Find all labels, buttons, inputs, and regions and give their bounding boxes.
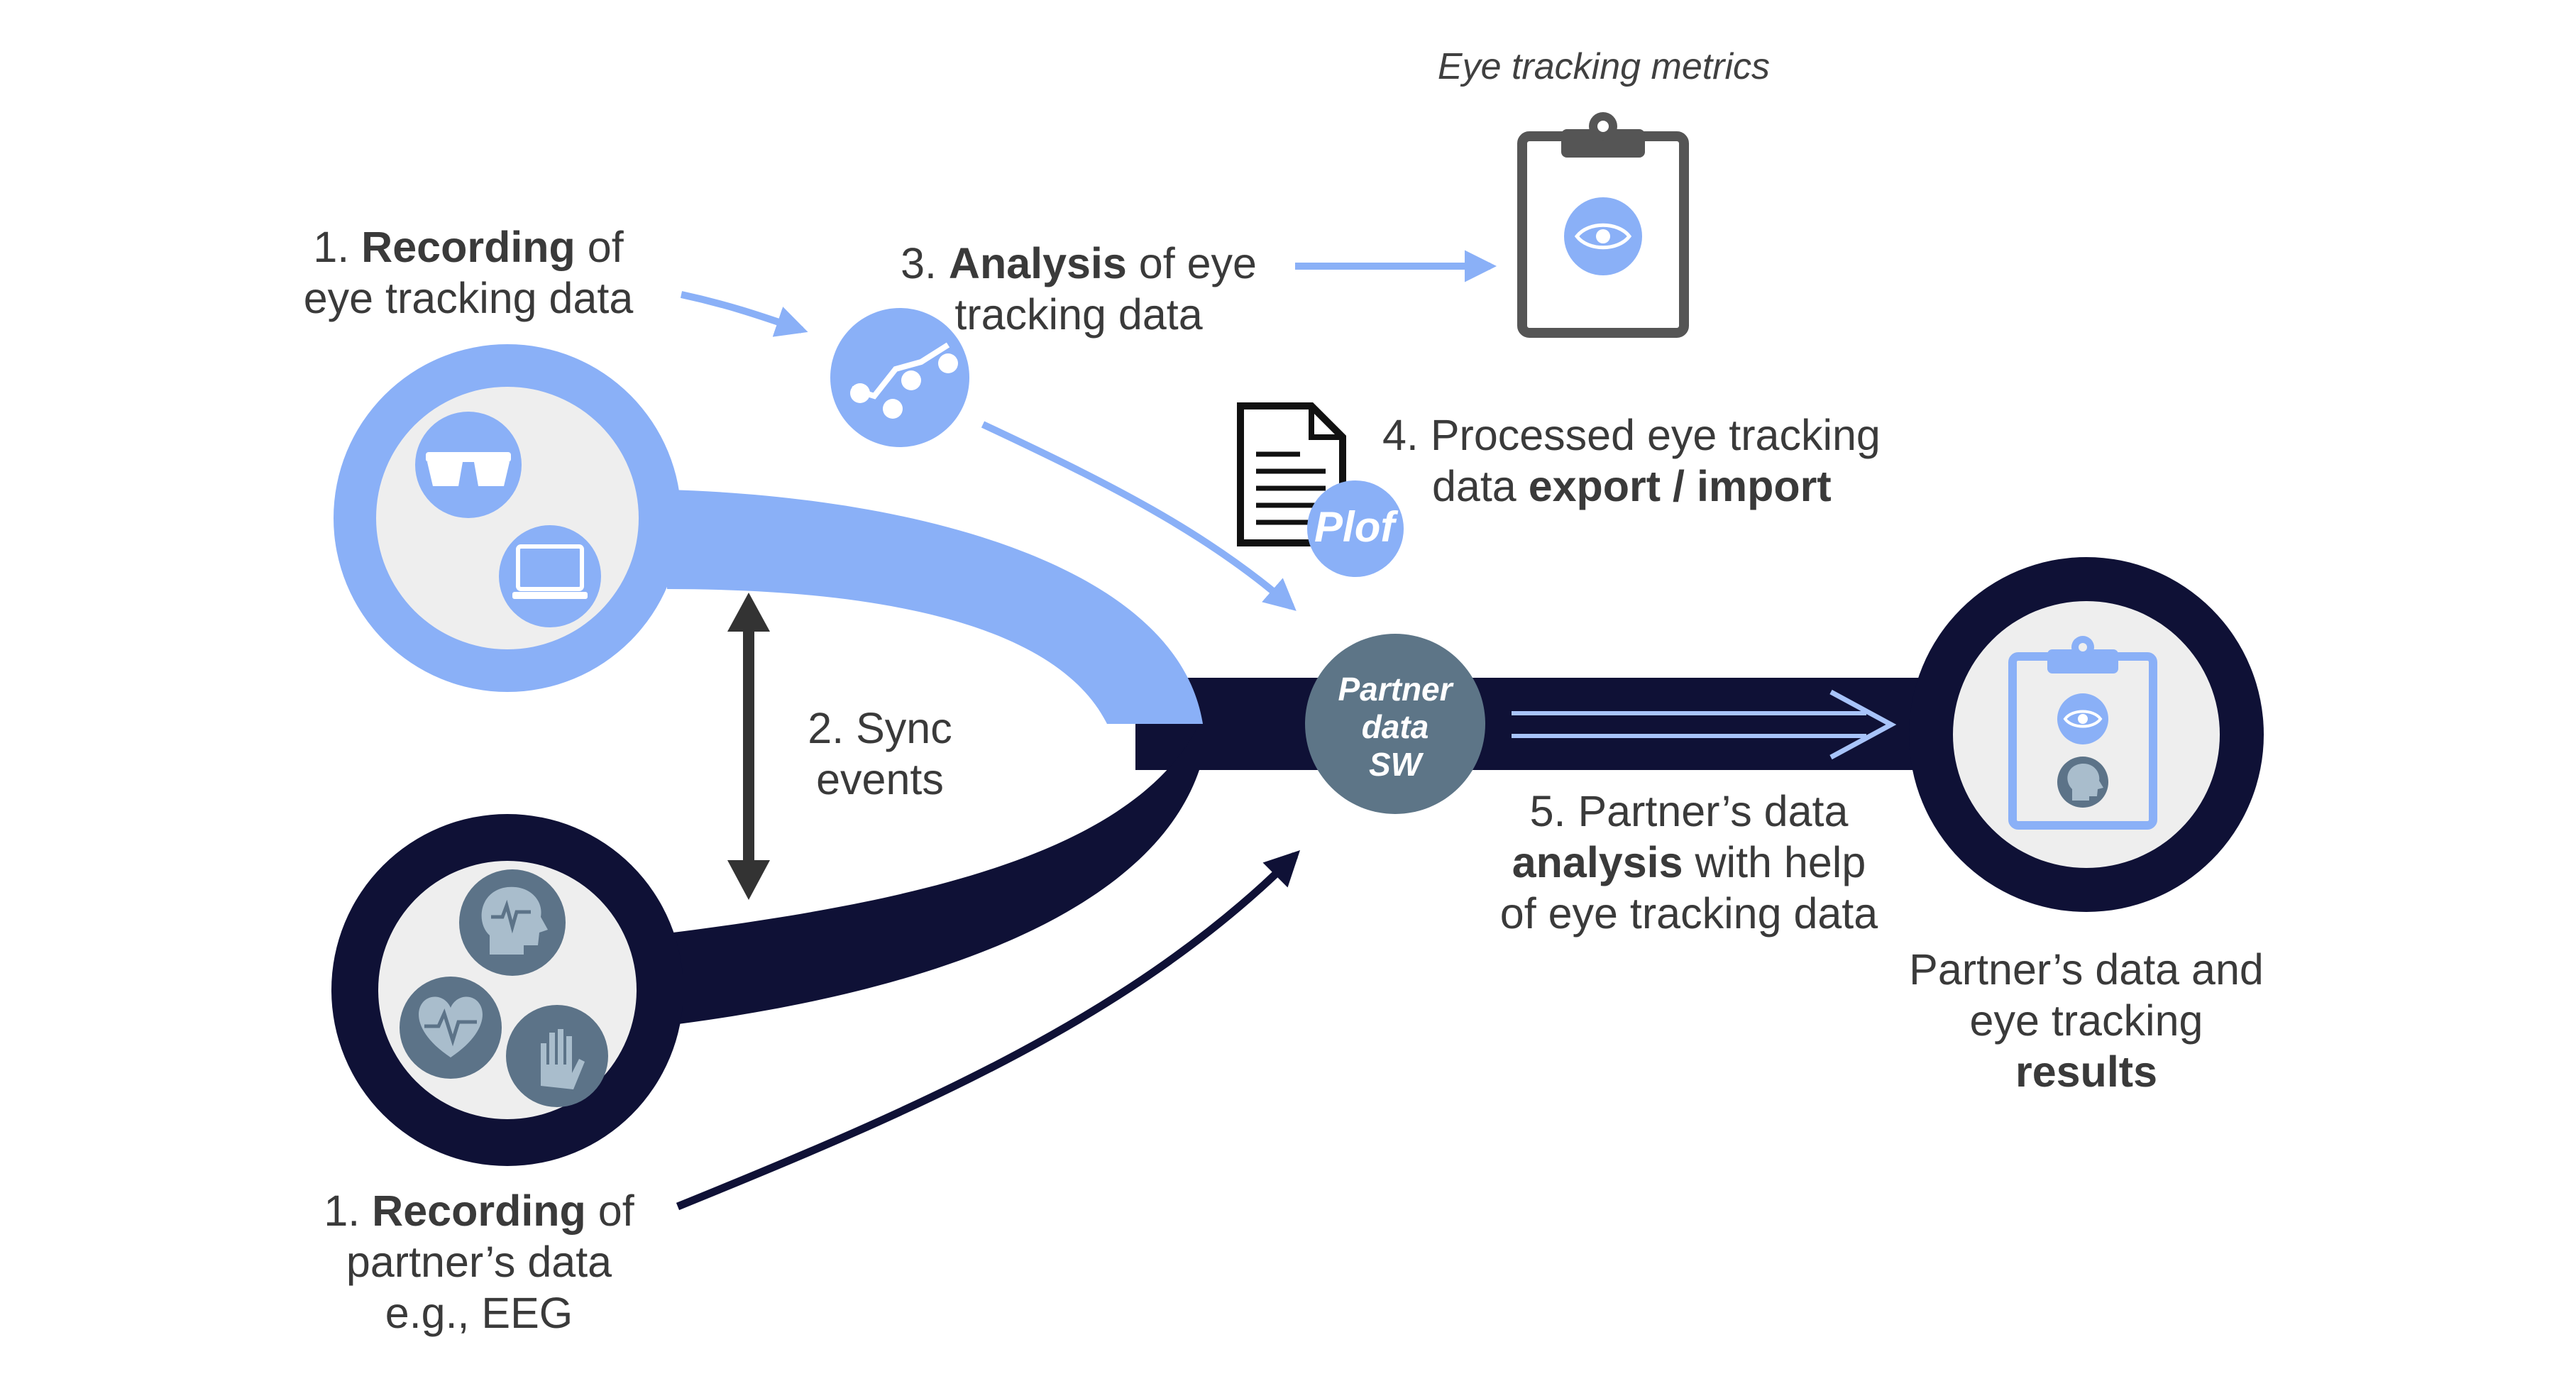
eye-tracking-glasses-icon (415, 412, 522, 518)
analysis-label: 3. Analysis of eye tracking data (880, 238, 1277, 340)
brain-head-icon (459, 869, 566, 976)
partner-analysis-label: 5. Partner’s data analysis with help of … (1469, 786, 1909, 939)
export-label: 4. Processed eye tracking data export / … (1382, 409, 1950, 512)
recording-eye-label: 1. Recording of eye tracking data (291, 221, 646, 324)
results-label: Partner’s data and eye tracking results (1866, 944, 2306, 1097)
recording-partner-label: 1. Recording of partner’s data e.g., EEG (291, 1185, 667, 1338)
metrics-title: Eye tracking metrics (1437, 46, 1771, 87)
results-line1: Partner’s data and (1909, 945, 2264, 994)
arrow-partner-recording-to-hub (676, 850, 1301, 1211)
rec-partner-line2: partner’s data (346, 1238, 612, 1286)
hub-line3: SW (1368, 746, 1422, 783)
pa-rest: with help (1695, 838, 1866, 886)
plof-label: Plof (1314, 503, 1395, 551)
analysis-line2: tracking data (954, 290, 1203, 339)
rec-partner-line3: e.g., EEG (385, 1289, 573, 1337)
hub-label: Partner data SW (1320, 671, 1470, 784)
pa-line3: of eye tracking data (1499, 889, 1878, 938)
pa-line1: 5. Partner’s data (1529, 787, 1849, 835)
eye-tracking-source-inner (376, 387, 639, 649)
sync-line2: events (816, 755, 944, 803)
export-bold: export / import (1528, 462, 1832, 510)
eye-tracking-branch (667, 490, 1203, 724)
rec-partner-bold: Recording (372, 1187, 586, 1235)
hand-gsr-icon (506, 1005, 608, 1107)
analysis-bold: Analysis (948, 239, 1127, 287)
hub-line1: Partner (1338, 671, 1453, 708)
hub-to-results-double-arrow (1512, 689, 1897, 760)
hub-line2: data (1361, 708, 1429, 745)
clipboard-eye-icon (1517, 112, 1689, 338)
plof-badge (1307, 480, 1404, 577)
pa-bold: analysis (1512, 838, 1683, 886)
partner-data-sw-hub (1305, 634, 1485, 814)
results-bold: results (2015, 1048, 2158, 1096)
sync-line1: 2. Sync (808, 704, 952, 752)
rec-eye-bold: Recording (361, 223, 576, 271)
analysis-rest: of eye (1138, 239, 1257, 287)
analysis-graph-icon (830, 308, 969, 447)
sync-label: 2. Sync events (774, 703, 986, 805)
rec-eye-rest: of (587, 223, 624, 271)
rec-partner-num: 1. (324, 1187, 360, 1235)
analysis-num: 3. (901, 239, 937, 287)
export-pre: data (1432, 462, 1517, 510)
heart-rate-icon (400, 977, 502, 1079)
partner-data-branch (667, 724, 1199, 1026)
main-data-flow-band (1135, 678, 1987, 770)
rec-eye-num: 1. (313, 223, 350, 271)
export-line1: 4. Processed eye tracking (1382, 411, 1881, 459)
arrow-recording-to-analysis (680, 291, 808, 337)
sync-double-arrow (727, 593, 770, 900)
arrow-analysis-to-hub (981, 421, 1297, 611)
rec-eye-line2: eye tracking data (303, 274, 634, 322)
results-line2: eye tracking (1969, 996, 2203, 1045)
rec-partner-rest: of (598, 1187, 634, 1235)
results-clipboard-icon (2008, 636, 2157, 830)
eye-tracker-laptop-icon (499, 525, 601, 627)
